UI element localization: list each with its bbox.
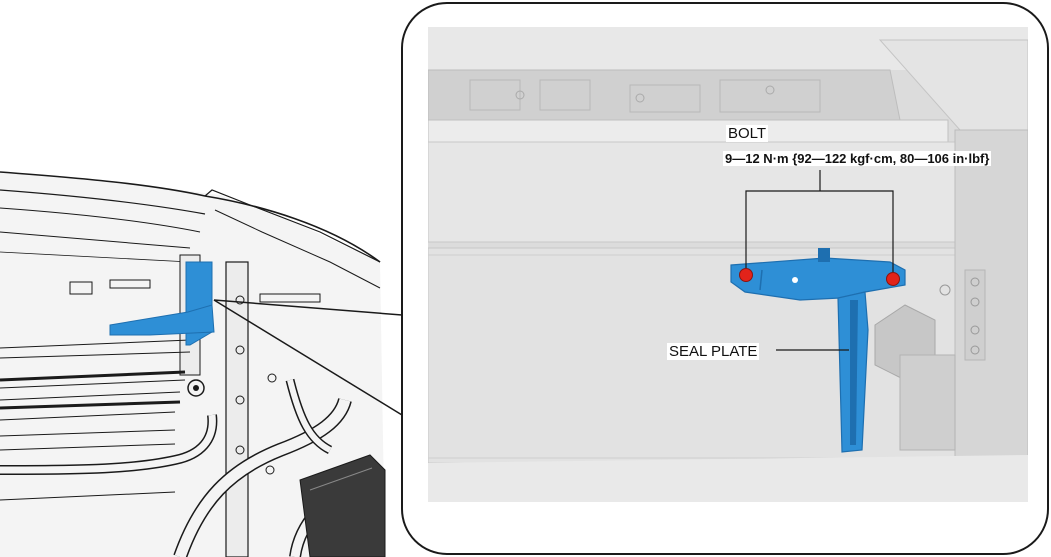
detail-leader-lower: [213, 299, 403, 416]
seal-plate-callout-label: SEAL PLATE: [667, 343, 760, 360]
bolt-callout-label: BOLT: [726, 125, 769, 142]
overview-drawing: [0, 171, 386, 557]
bolt-marker-right: [886, 272, 900, 286]
detail-leader-upper: [213, 299, 403, 316]
detail-view: [401, 2, 1049, 555]
bolt-torque-spec: 9—12 N·m {92—122 kgf·cm, 80—106 in·lbf}: [723, 151, 992, 166]
seal-plate-part: [730, 248, 906, 453]
bolt-marker-left: [739, 268, 753, 282]
